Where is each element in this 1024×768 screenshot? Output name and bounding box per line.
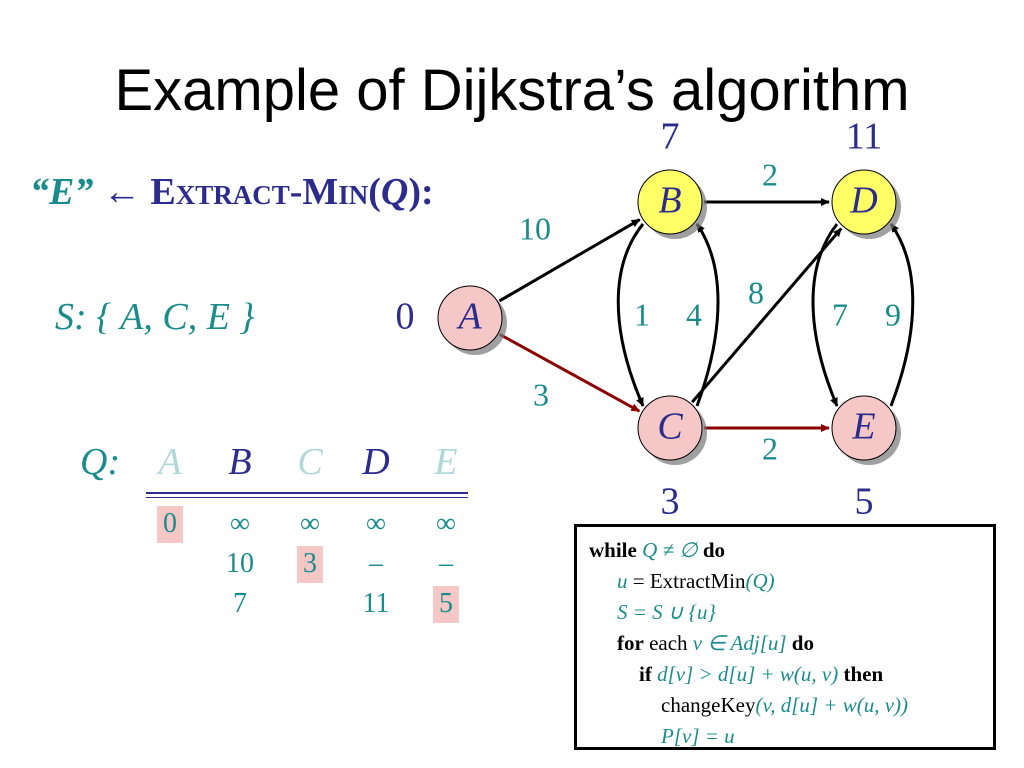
close-paren: ):	[408, 171, 434, 213]
queue-header-B: B	[228, 441, 252, 483]
queue-arg: Q	[380, 171, 409, 213]
queue-cell: 10	[226, 548, 254, 579]
queue-header-D: D	[362, 441, 390, 483]
node-a	[437, 285, 503, 351]
queue-cell: 3	[280, 546, 340, 583]
union-expr: S = S ∪ {u}	[617, 600, 716, 624]
kw-do: do	[702, 538, 726, 562]
queue-header-A: A	[158, 441, 182, 483]
queue-label: Q:	[80, 441, 121, 483]
node-label-d: D	[849, 180, 877, 222]
node-label-a: A	[455, 296, 482, 338]
edge-weight-e-d: 9	[885, 296, 901, 332]
node-distance-e: 5	[855, 481, 874, 523]
queue-cell: 7	[233, 588, 247, 619]
edge-weight-c-d: 8	[748, 274, 764, 310]
edge-a-b	[498, 218, 641, 303]
edge-a-c	[499, 333, 641, 413]
queue-header-C: C	[297, 441, 323, 483]
edge-weight-a-c: 3	[533, 376, 549, 412]
queue-cell: ∞	[366, 508, 386, 539]
edge-weight-b-d: 2	[762, 156, 778, 192]
extracted-vertex: “E”	[30, 171, 94, 213]
slide-title: Example of Dijkstra’s algorithm	[114, 58, 910, 123]
assign-arrow: ←	[102, 171, 141, 213]
edge-d-e	[811, 223, 839, 407]
edge-weight-a-b: 10	[519, 210, 551, 246]
queue-cell: ∞	[300, 508, 320, 539]
kw-if: if	[639, 662, 652, 686]
queue-cell: ∞	[436, 508, 456, 539]
extract-min-function: Extract-Min	[150, 171, 369, 213]
node-b	[637, 169, 703, 235]
code-line-for: for each v ∈ Adj[u] do	[589, 628, 981, 659]
edge-weight-b-c: 1	[634, 296, 650, 332]
node-label-e: E	[851, 406, 875, 448]
open-paren: (	[368, 171, 381, 213]
node-distance-a: 0	[396, 296, 415, 338]
edge-c-b	[695, 223, 720, 407]
extractmin-call: ExtractMin	[649, 569, 746, 593]
code-line-changekey: changeKey(v, d[u] + w(u, v))	[589, 690, 981, 721]
changekey-call: changeKey	[661, 693, 756, 717]
changekey-args: (v, d[u] + w(u, v))	[755, 693, 909, 717]
each-text: each	[643, 631, 693, 655]
parent-assign: P[v] = u	[661, 724, 735, 748]
node-d	[831, 169, 897, 235]
if-condition: d[v] > d[u] + w(u, v)	[657, 662, 839, 686]
for-expr: v ∈ Adj[u]	[692, 631, 787, 655]
node-e	[831, 395, 897, 461]
queue-cell: 5	[416, 586, 476, 623]
while-condition: Q ≠ ∅	[642, 538, 698, 562]
node-distance-d: 11	[846, 116, 883, 158]
code-line-extract: u = ExtractMin(Q)	[589, 566, 981, 597]
kw-for: for	[617, 631, 644, 655]
settled-set: S: { A, C, E }	[55, 296, 255, 338]
node-label-b: B	[658, 180, 681, 222]
edge-weight-d-e: 7	[832, 296, 848, 332]
edge-b-c	[616, 223, 645, 407]
edge-weight-c-e: 2	[762, 430, 778, 466]
kw-while: while	[589, 538, 637, 562]
queue-cell: ∞	[230, 508, 250, 539]
var-u: u	[617, 569, 628, 593]
queue-cell: –	[369, 548, 383, 579]
queue-header-E: E	[434, 441, 458, 483]
extractmin-arg: (Q)	[745, 569, 775, 593]
node-distance-b: 7	[661, 116, 680, 158]
code-line-while: while Q ≠ ∅ do	[589, 535, 981, 566]
code-line-union: S = S ∪ {u}	[589, 597, 981, 628]
kw-then: then	[843, 662, 884, 686]
kw-do-2: do	[791, 631, 814, 655]
queue-header-rule	[146, 492, 468, 498]
node-c	[637, 395, 703, 461]
node-label-c: C	[657, 406, 683, 448]
assign-op: =	[627, 569, 650, 593]
edge-e-d	[889, 223, 915, 407]
queue-cell: 0	[140, 506, 200, 543]
queue-cell: –	[439, 548, 453, 579]
code-line-if: if d[v] > d[u] + w(u, v) then	[589, 659, 981, 690]
edge-c-d	[691, 227, 843, 404]
node-distance-c: 3	[661, 481, 680, 523]
code-line-parent: P[v] = u	[589, 721, 981, 752]
extract-min-step: “E” ← Extract-Min(Q):	[30, 170, 434, 214]
queue-cell: 11	[362, 588, 390, 619]
edge-weight-c-b: 4	[686, 296, 702, 332]
pseudocode-box: while Q ≠ ∅ do u = ExtractMin(Q) S = S ∪…	[574, 524, 996, 750]
